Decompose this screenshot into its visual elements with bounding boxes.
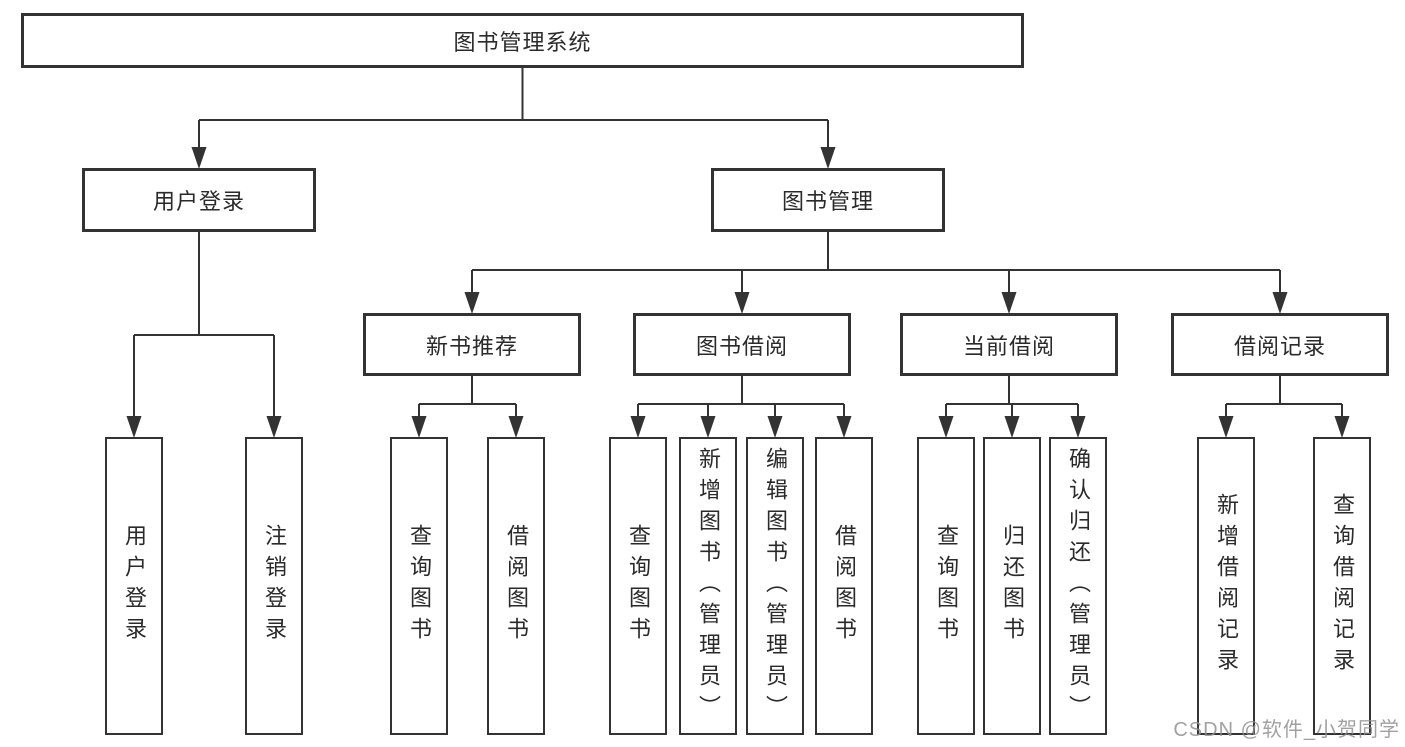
arrowhead-icon bbox=[1218, 416, 1234, 438]
leaf-user-login: 用户登录 bbox=[105, 437, 163, 735]
leaf-label: 查询借阅记录 bbox=[1330, 493, 1355, 679]
node-root-system: 图书管理系统 bbox=[21, 13, 1024, 68]
node-label: 图书管理系统 bbox=[453, 29, 592, 55]
arrowhead-icon bbox=[836, 416, 852, 438]
arrowhead-icon bbox=[1334, 416, 1350, 438]
leaf-cb-return-books: 归还图书 bbox=[983, 437, 1041, 735]
leaf-nbr-query-books: 查询图书 bbox=[390, 437, 448, 735]
node-label: 当前借阅 bbox=[962, 333, 1055, 359]
arrowhead-icon bbox=[126, 416, 142, 438]
leaf-label: 注销登录 bbox=[262, 524, 287, 648]
leaf-label: 新增图书（管理员） bbox=[696, 446, 721, 726]
leaf-label: 归还图书 bbox=[1000, 524, 1025, 648]
node-label: 借阅记录 bbox=[1233, 333, 1326, 359]
leaf-br-add-record: 新增借阅记录 bbox=[1197, 437, 1255, 735]
arrowhead-icon bbox=[266, 416, 282, 438]
arrowhead-icon bbox=[938, 416, 954, 438]
arrowhead-icon bbox=[630, 416, 646, 438]
node-label: 用户登录 bbox=[152, 189, 245, 214]
node-current-borrowing: 当前借阅 bbox=[900, 313, 1118, 376]
arrowhead-icon bbox=[1004, 416, 1020, 438]
node-label: 图书借阅 bbox=[695, 333, 788, 359]
leaf-label: 新增借阅记录 bbox=[1214, 493, 1239, 679]
watermark: CSDN @软件_小贺同学 bbox=[1173, 719, 1400, 741]
arrowhead-icon bbox=[508, 416, 524, 438]
arrowhead-icon bbox=[767, 416, 783, 438]
leaf-label: 查询图书 bbox=[626, 524, 651, 648]
arrowhead-icon bbox=[1070, 416, 1086, 438]
node-borrowing-records: 借阅记录 bbox=[1171, 313, 1389, 376]
arrowhead-icon bbox=[464, 292, 480, 314]
arrowhead-icon bbox=[191, 147, 207, 169]
leaf-label: 借阅图书 bbox=[832, 524, 857, 648]
node-label: 新书推荐 bbox=[425, 333, 518, 359]
leaf-label: 借阅图书 bbox=[504, 524, 529, 648]
leaf-bb-query-books: 查询图书 bbox=[609, 437, 667, 735]
connector-user-login-to-leaves bbox=[126, 232, 282, 438]
arrowhead-icon bbox=[1272, 292, 1288, 314]
leaf-br-query-record: 查询借阅记录 bbox=[1313, 437, 1371, 735]
leaf-cb-query-books: 查询图书 bbox=[917, 437, 975, 735]
connector-borrowing-records-to-leaves bbox=[1218, 376, 1350, 438]
node-label: 图书管理 bbox=[781, 189, 874, 214]
node-book-management: 图书管理 bbox=[711, 168, 945, 232]
arrowhead-icon bbox=[820, 147, 836, 169]
leaf-bb-add-books-admin: 新增图书（管理员） bbox=[679, 437, 737, 735]
connector-book-management-to-level3 bbox=[464, 232, 1288, 314]
node-new-book-recommendation: 新书推荐 bbox=[363, 313, 581, 376]
connector-current-borrowing-to-leaves bbox=[938, 376, 1086, 438]
leaf-label: 确认归还（管理员） bbox=[1066, 446, 1091, 726]
arrowhead-icon bbox=[411, 416, 427, 438]
leaf-nbr-borrow-books: 借阅图书 bbox=[487, 437, 545, 735]
connector-book-borrowing-to-leaves bbox=[630, 376, 852, 438]
leaf-bb-borrow-books: 借阅图书 bbox=[815, 437, 873, 735]
leaf-label: 编辑图书（管理员） bbox=[763, 446, 788, 726]
leaf-cb-confirm-return-admin: 确认归还（管理员） bbox=[1049, 437, 1107, 735]
arrowhead-icon bbox=[1001, 292, 1017, 314]
leaf-label: 查询图书 bbox=[407, 524, 432, 648]
leaf-label: 用户登录 bbox=[122, 524, 147, 648]
leaf-bb-edit-books-admin: 编辑图书（管理员） bbox=[746, 437, 804, 735]
arrowhead-icon bbox=[700, 416, 716, 438]
connector-root-to-level2 bbox=[191, 68, 836, 169]
leaf-label: 查询图书 bbox=[934, 524, 959, 648]
connector-new-book-recommendation-to-leaves bbox=[411, 376, 524, 438]
node-user-login: 用户登录 bbox=[82, 168, 316, 232]
node-book-borrowing: 图书借阅 bbox=[633, 313, 851, 376]
arrowhead-icon bbox=[734, 292, 750, 314]
leaf-logout: 注销登录 bbox=[245, 437, 303, 735]
